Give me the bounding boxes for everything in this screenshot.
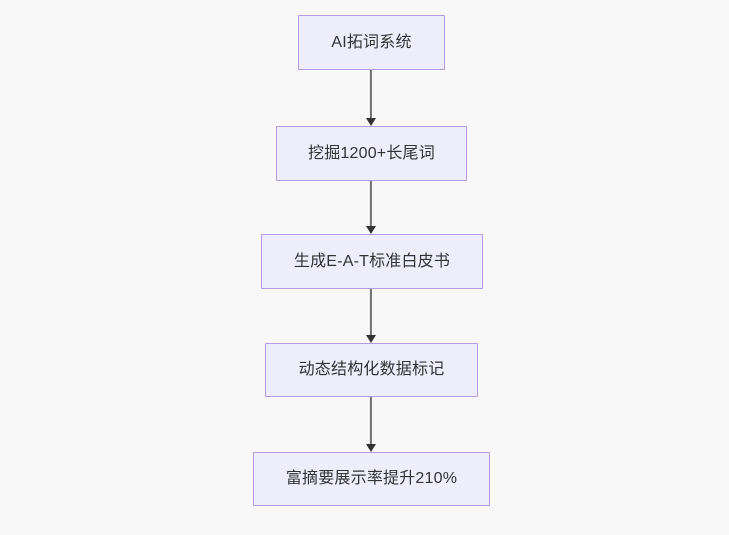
arrowhead-icon <box>366 444 376 452</box>
edge-line <box>369 397 373 444</box>
node-label: 挖掘1200+长尾词 <box>308 144 435 162</box>
arrowhead-icon <box>366 226 376 234</box>
node-dynamic-structured-data[interactable]: 动态结构化数据标记 <box>265 343 478 397</box>
arrowhead-icon <box>366 118 376 126</box>
node-label: 生成E-A-T标准白皮书 <box>293 252 451 270</box>
node-mine-longtail-keywords[interactable]: 挖掘1200+长尾词 <box>276 126 467 181</box>
edge-line <box>369 289 373 335</box>
node-label: 动态结构化数据标记 <box>298 361 445 378</box>
arrowhead-icon <box>366 335 376 343</box>
edge-line <box>369 181 373 226</box>
node-label: AI拓词系统 <box>331 33 412 51</box>
node-generate-eat-whitepaper[interactable]: 生成E-A-T标准白皮书 <box>261 234 483 289</box>
edge-line <box>369 70 373 118</box>
node-ai-keyword-system[interactable]: AI拓词系统 <box>298 15 445 70</box>
node-label: 富摘要展示率提升210% <box>285 470 458 487</box>
node-rich-snippet-uplift[interactable]: 富摘要展示率提升210% <box>253 452 490 506</box>
